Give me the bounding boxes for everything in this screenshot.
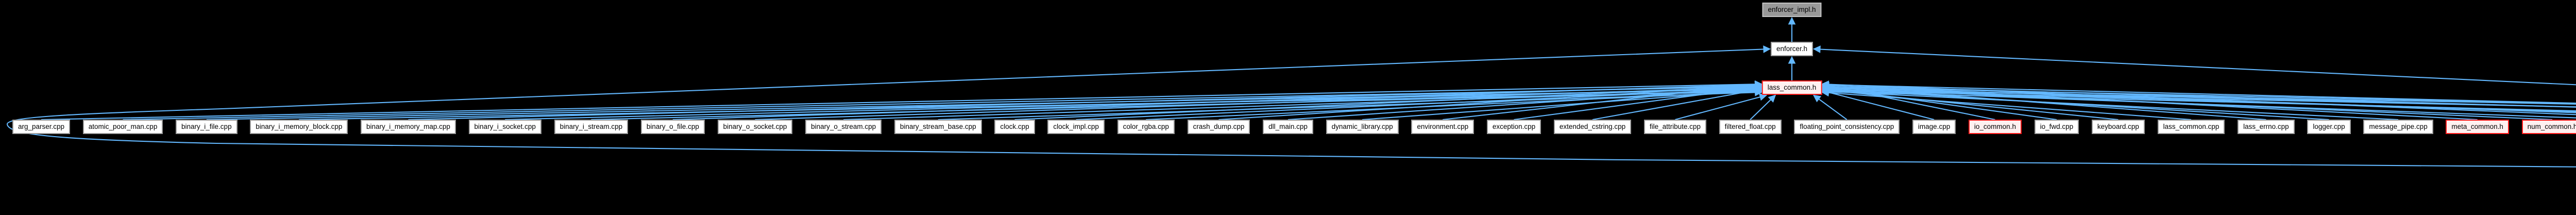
includer-row: arg_parser.cpp atomic_poor_man.cpp binary_… [12, 120, 2576, 134]
node-dynamic-library-cpp[interactable]: dynamic_library.cpp [1326, 120, 1399, 134]
node-binary-o-socket-cpp[interactable]: binary_o_socket.cpp [717, 120, 793, 134]
node-meta-common-h[interactable]: meta_common.h [2446, 120, 2509, 134]
node-crash-dump-cpp[interactable]: crash_dump.cpp [1187, 120, 1250, 134]
node-file-attribute-cpp[interactable]: file_attribute.cpp [1643, 120, 1706, 134]
node-binary-stream-base-cpp[interactable]: binary_stream_base.cpp [894, 120, 982, 134]
node-binary-i-memory-map-cpp[interactable]: binary_i_memory_map.cpp [361, 120, 456, 134]
node-io-fwd-cpp[interactable]: io_fwd.cpp [2034, 120, 2079, 134]
node-color-rgba-cpp[interactable]: color_rgba.cpp [1117, 120, 1175, 134]
node-binary-i-stream-cpp[interactable]: binary_i_stream.cpp [554, 120, 629, 134]
node-binary-o-stream-cpp[interactable]: binary_o_stream.cpp [805, 120, 882, 134]
node-io-common-h[interactable]: io_common.h [1968, 120, 2022, 134]
node-enforcer-impl[interactable]: enforcer_impl.h [1762, 3, 1822, 17]
node-binary-i-file-cpp[interactable]: binary_i_file.cpp [176, 120, 238, 134]
node-logger-cpp[interactable]: logger.cpp [2307, 120, 2351, 134]
node-dll-main-cpp[interactable]: dll_main.cpp [1263, 120, 1313, 134]
node-lass-common-cpp[interactable]: lass_common.cpp [2157, 120, 2225, 134]
node-image-cpp[interactable]: image.cpp [1912, 120, 1956, 134]
node-keyboard-cpp[interactable]: keyboard.cpp [2091, 120, 2145, 134]
node-floating-point-consistency-cpp[interactable]: floating_point_consistency.cpp [1794, 120, 1900, 134]
node-message-pipe-cpp[interactable]: message_pipe.cpp [2363, 120, 2433, 134]
node-environment-cpp[interactable]: environment.cpp [1411, 120, 1475, 134]
node-exception-cpp[interactable]: exception.cpp [1486, 120, 1541, 134]
node-atomic-poor-man-cpp[interactable]: atomic_poor_man.cpp [82, 120, 163, 134]
node-extended-cstring-cpp[interactable]: extended_cstring.cpp [1553, 120, 1632, 134]
node-binary-i-socket-cpp[interactable]: binary_i_socket.cpp [468, 120, 541, 134]
node-lass-common[interactable]: lass_common.h [1761, 80, 1822, 95]
node-num-common-h[interactable]: num_common.h [2521, 120, 2576, 134]
node-filtered-float-cpp[interactable]: filtered_float.cpp [1719, 120, 1782, 134]
node-binary-i-memory-block-cpp[interactable]: binary_i_memory_block.cpp [250, 120, 348, 134]
node-clock-cpp[interactable]: clock.cpp [994, 120, 1035, 134]
node-lass-errno-cpp[interactable]: lass_errno.cpp [2238, 120, 2295, 134]
node-arg-parser-cpp[interactable]: arg_parser.cpp [12, 120, 71, 134]
node-enforcer[interactable]: enforcer.h [1770, 42, 1814, 56]
node-binary-o-file-cpp[interactable]: binary_o_file.cpp [640, 120, 705, 134]
node-clock-impl-cpp[interactable]: clock_impl.cpp [1047, 120, 1105, 134]
